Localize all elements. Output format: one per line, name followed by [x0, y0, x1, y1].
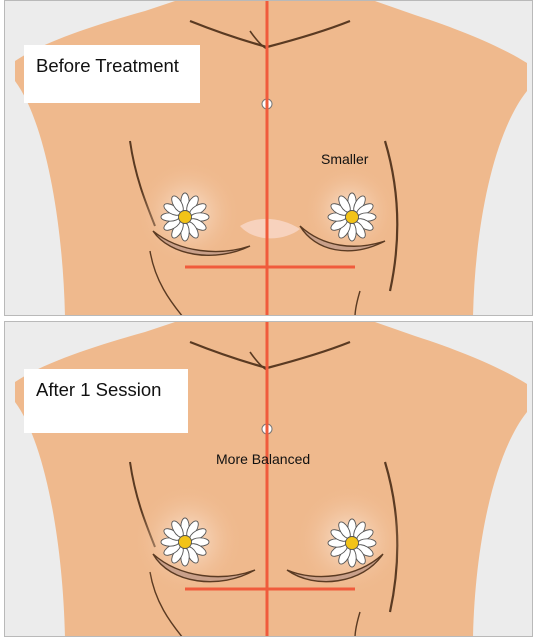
after-session-panel: After 1 Session More Balanced [4, 321, 533, 637]
panel-title: After 1 Session [24, 369, 188, 433]
before-treatment-panel: Before Treatment Smaller [4, 0, 533, 316]
panel-title: Before Treatment [24, 45, 200, 103]
annotation-label: Smaller [321, 151, 369, 167]
annotation-label: More Balanced [216, 451, 311, 467]
torso-illustration-after [15, 322, 527, 636]
